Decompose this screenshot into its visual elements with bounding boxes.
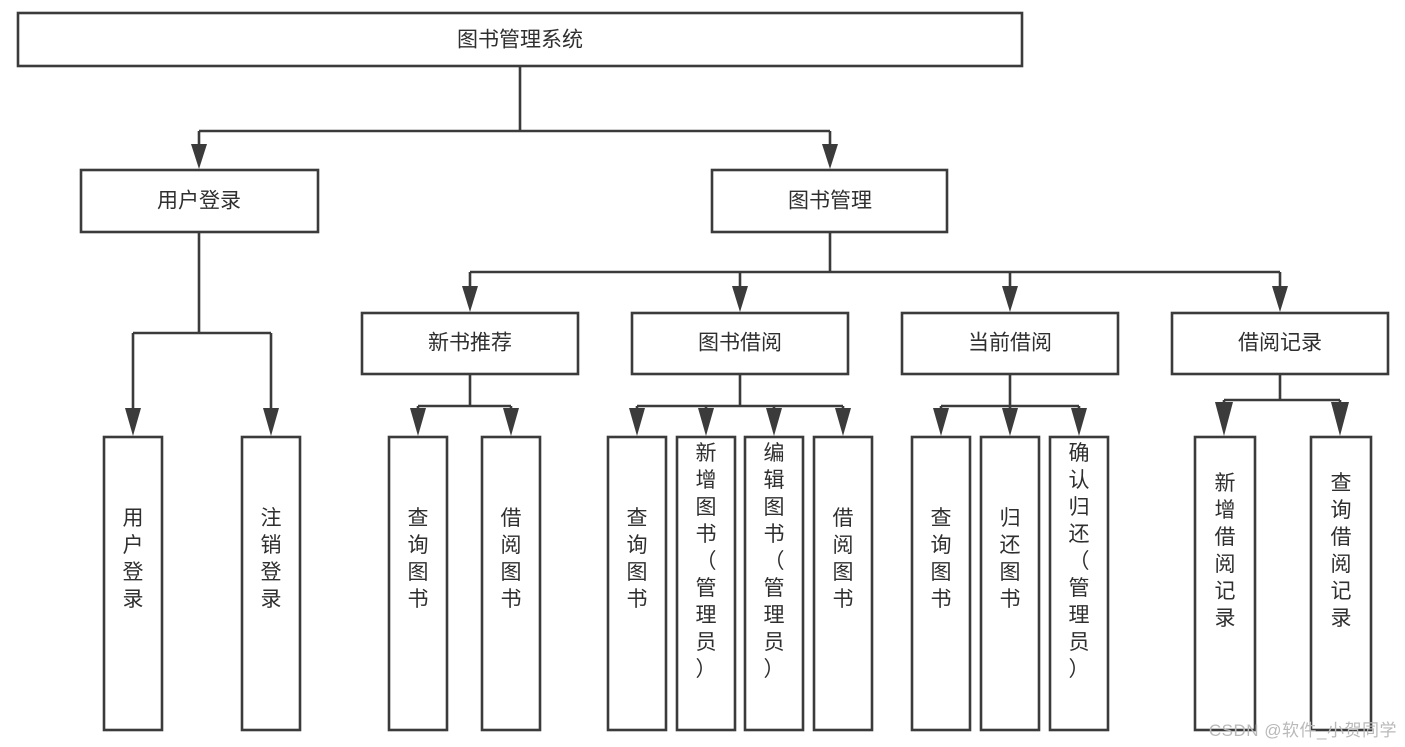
arrow-head-icon xyxy=(462,286,478,312)
node-label-book-management: 图书管理 xyxy=(788,190,872,213)
arrow-head-icon xyxy=(835,408,851,436)
node-box-borrow-record[interactable] xyxy=(1170,311,1390,376)
node-label-leaf-user-login: 用户登录 xyxy=(123,507,144,611)
node-box-user-login[interactable] xyxy=(79,168,320,234)
node-leaf-edit-book[interactable]: 编辑图书（管理员） xyxy=(743,435,805,732)
node-leaf-add-book[interactable]: 新增图书（管理员） xyxy=(675,435,737,732)
arrow-head-icon xyxy=(732,286,748,312)
node-label-book-borrow: 图书借阅 xyxy=(698,332,782,355)
node-leaf-logout-login[interactable]: 注销登录 xyxy=(240,435,302,732)
node-box-root[interactable] xyxy=(16,11,1024,68)
arrow-head-icon xyxy=(698,408,714,436)
node-new-book-recommend[interactable]: 新书推荐 xyxy=(360,311,580,376)
node-box-leaf-add-record[interactable] xyxy=(1193,435,1257,732)
node-box-leaf-user-login[interactable] xyxy=(102,435,164,732)
node-box-leaf-return-book[interactable] xyxy=(979,435,1041,732)
node-leaf-query-book-3[interactable]: 查询图书 xyxy=(910,435,972,732)
node-leaf-borrow-book-2[interactable]: 借阅图书 xyxy=(812,435,874,732)
node-label-leaf-borrow-book-1: 借阅图书 xyxy=(501,507,522,611)
node-box-leaf-borrow-book-1[interactable] xyxy=(480,435,542,732)
node-leaf-query-record[interactable]: 查询借阅记录 xyxy=(1309,435,1373,732)
arrow-head-icon xyxy=(191,144,207,169)
node-box-leaf-borrow-book-2[interactable] xyxy=(812,435,874,732)
arrow-head-icon xyxy=(503,408,519,436)
node-leaf-confirm-return[interactable]: 确认归还（管理员） xyxy=(1048,435,1110,732)
arrow-head-icon xyxy=(410,408,426,436)
node-leaf-query-book-2[interactable]: 查询图书 xyxy=(606,435,668,732)
node-box-leaf-query-record[interactable] xyxy=(1309,435,1373,732)
arrow-head-icon xyxy=(1215,402,1233,436)
node-label-leaf-confirm-return: 确认归还（管理员） xyxy=(1069,442,1090,681)
node-box-current-borrow[interactable] xyxy=(900,311,1120,376)
connector-group xyxy=(125,66,1349,436)
node-box-new-book-recommend[interactable] xyxy=(360,311,580,376)
arrow-head-icon xyxy=(1071,408,1087,436)
node-label-leaf-borrow-book-2: 借阅图书 xyxy=(833,507,854,611)
node-box-leaf-edit-book[interactable] xyxy=(743,435,805,732)
node-box-leaf-query-book-2[interactable] xyxy=(606,435,668,732)
arrow-head-icon xyxy=(263,408,279,436)
node-leaf-add-record[interactable]: 新增借阅记录 xyxy=(1193,435,1257,732)
node-root-system[interactable]: 图书管理系统 xyxy=(16,11,1024,68)
node-box-leaf-logout-login[interactable] xyxy=(240,435,302,732)
node-box-book-borrow[interactable] xyxy=(630,311,850,376)
node-box-leaf-query-book-1[interactable] xyxy=(387,435,449,732)
node-box-leaf-confirm-return[interactable] xyxy=(1048,435,1110,732)
node-leaf-user-login[interactable]: 用户登录 xyxy=(102,435,164,732)
node-box-book-management[interactable] xyxy=(710,168,949,234)
node-leaf-query-book-1[interactable]: 查询图书 xyxy=(387,435,449,732)
node-label-leaf-query-book-3: 查询图书 xyxy=(931,507,952,611)
arrow-head-icon xyxy=(933,408,949,436)
node-label-leaf-logout-login: 注销登录 xyxy=(261,507,282,611)
node-label-leaf-query-book-1: 查询图书 xyxy=(408,507,429,611)
node-current-borrow[interactable]: 当前借阅 xyxy=(900,311,1120,376)
node-label-current-borrow: 当前借阅 xyxy=(968,332,1052,355)
node-box-leaf-add-book[interactable] xyxy=(675,435,737,732)
arrow-head-icon xyxy=(1331,402,1349,436)
node-label-leaf-add-book: 新增图书（管理员） xyxy=(696,442,717,681)
node-book-management[interactable]: 图书管理 xyxy=(710,168,949,234)
arrow-head-icon xyxy=(1272,286,1288,312)
node-label-leaf-edit-book: 编辑图书（管理员） xyxy=(764,442,785,681)
arrow-head-icon xyxy=(1002,286,1018,312)
arrow-head-icon xyxy=(629,408,645,436)
arrow-head-icon xyxy=(1002,408,1018,436)
arrow-head-icon xyxy=(766,408,782,436)
node-book-borrow[interactable]: 图书借阅 xyxy=(630,311,850,376)
node-user-login[interactable]: 用户登录 xyxy=(79,168,320,234)
arrow-head-icon xyxy=(822,144,838,169)
node-label-leaf-return-book: 归还图书 xyxy=(1000,507,1021,611)
node-box-leaf-query-book-3[interactable] xyxy=(910,435,972,732)
node-label-user-login: 用户登录 xyxy=(157,190,241,213)
node-label-leaf-query-record: 查询借阅记录 xyxy=(1331,472,1352,630)
node-borrow-record[interactable]: 借阅记录 xyxy=(1170,311,1390,376)
node-leaf-borrow-book-1[interactable]: 借阅图书 xyxy=(480,435,542,732)
node-label-new-book-recommend: 新书推荐 xyxy=(428,332,512,355)
node-label-root: 图书管理系统 xyxy=(457,29,583,52)
node-label-leaf-query-book-2: 查询图书 xyxy=(627,507,648,611)
arrow-head-icon xyxy=(125,408,141,436)
node-leaf-return-book[interactable]: 归还图书 xyxy=(979,435,1041,732)
node-label-borrow-record: 借阅记录 xyxy=(1238,332,1322,355)
node-label-leaf-add-record: 新增借阅记录 xyxy=(1215,472,1236,630)
